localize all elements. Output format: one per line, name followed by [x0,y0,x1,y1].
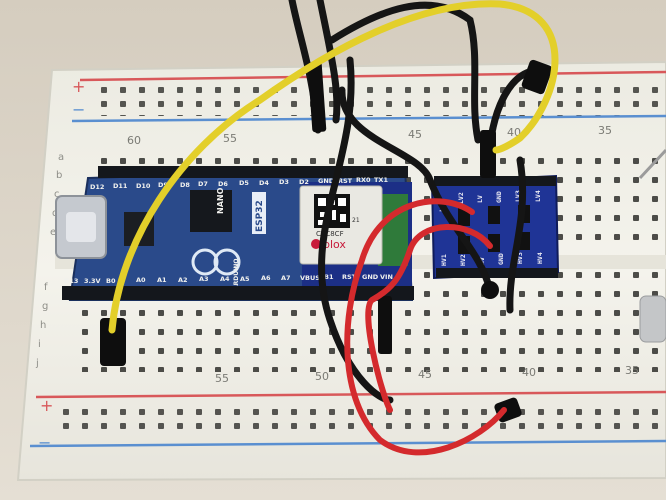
column-number: 55 [215,372,229,385]
pin-label: A2 [178,276,188,284]
pin-label: TX1 [374,176,388,184]
pin-label: D9 [158,181,168,189]
pin-label: HV1 [440,254,448,266]
pin-label: D10 [136,182,151,190]
pin-label: GND [318,177,335,185]
arduino-logo [191,248,219,276]
black-wire [318,56,394,404]
shifter-pins-bottom [436,268,558,278]
pin-label: GND [362,273,379,281]
black-wire [328,1,482,144]
pin-label: D3 [279,178,289,186]
pin-label: LV4 [534,190,542,202]
pin-label: RST [338,177,353,185]
pin-label: VBUS [300,274,320,282]
pin-label: D11 [113,182,128,190]
pin-label: D7 [198,180,208,188]
yellow-wire-plug [100,318,126,366]
rail-blue-line [71,114,666,123]
column-number: 35 [598,124,612,137]
black-wire [316,0,341,124]
rail-red-line [79,70,666,82]
pin-label: GND [495,191,503,203]
pin-label: HV2 [459,254,467,266]
board-text-arduino: ARDUINO [233,259,240,290]
column-number: 35 [625,364,639,377]
pin-label: D8 [180,181,190,189]
row-letter: e [50,227,56,238]
rail-plus-top: + [72,77,85,96]
wire-plugs [100,59,553,423]
pin-label: A3 [199,275,209,283]
column-numbers-top: 60 55 45 40 35 [127,124,612,147]
pin-label: LV [476,195,484,203]
pin-label: D13 [64,277,78,285]
resistor [378,296,392,354]
column-number: 45 [418,368,432,381]
arduino-nano-esp32: NANO ESP32 ARDUINO C2C8CF 21 blox [55,166,414,301]
pin-label: D6 [218,180,228,188]
shifter-pins-top [434,176,556,186]
pin-labels-top: D12 D11 D10 D9 D8 D7 D6 D5 D4 D3 D2 GND … [90,176,388,191]
column-number: 50 [315,370,329,383]
row-letter: f [44,282,48,293]
pin-labels-bottom: D13 3.3V B0 A0 A1 A2 A3 A4 A5 A6 A7 VBUS… [64,273,393,285]
row-letter: j [35,358,39,369]
esp32-chip [190,190,232,232]
metal-component [639,295,666,343]
pin-label: HV3 [516,252,524,264]
yellow-wire [108,0,559,334]
pin-label: B1 [324,273,334,281]
rail-blue-line-bottom [29,439,666,448]
pin-label: VIN [380,273,393,281]
row-letter: g [42,301,48,312]
pin-label: A1 [157,276,167,284]
pin-label: A6 [261,274,271,282]
black-wire [338,86,494,294]
row-letter: b [56,170,62,181]
pin-label: LV3 [514,190,522,202]
top-power-rail [71,70,666,123]
pin-label: RX0 [356,176,371,184]
row-letters-bottom: f g h i j [35,282,48,369]
column-numbers-bottom: 55 50 45 40 35 [215,364,639,385]
row-letter: h [40,320,46,331]
pin-label: RST [342,273,357,281]
row-letter: c [54,189,60,200]
module-brand: blox [323,238,346,251]
pin-label: D5 [239,179,249,187]
rail-plus-bottom: + [40,396,53,415]
metal-lead [638,148,666,180]
module-partial: 21 [352,217,360,224]
rail-minus-bottom: − [38,433,51,452]
red-wire [365,224,493,413]
red-wire [344,198,507,456]
pin-label: GND [497,253,505,265]
pin-label: A4 [220,275,230,283]
pin-label: A0 [136,276,146,284]
pin-label: A7 [281,274,291,282]
rail-minus-top: − [72,100,85,119]
column-number: 60 [127,134,141,147]
column-number: 45 [408,128,422,141]
pin-label: B0 [106,277,116,285]
row-letter: a [58,152,64,163]
pin-label: D4 [259,179,269,187]
pin-label: 3.3V [84,277,101,285]
board-text-esp32: ESP32 [255,200,265,232]
pin-label: A5 [240,275,250,283]
red-wires [344,198,507,456]
row-letter: i [38,339,41,350]
pin-label: D12 [90,183,104,191]
column-number: 40 [522,366,536,379]
pin-label: LV2 [457,192,465,204]
module-id: C2C8CF [316,230,344,238]
board-text-nano: NANO [216,187,225,214]
pin-label: D2 [299,178,309,186]
black-wire [506,156,527,314]
column-number: 55 [223,132,237,145]
pin-label: HV4 [536,252,544,264]
ublox-logo [311,239,321,249]
